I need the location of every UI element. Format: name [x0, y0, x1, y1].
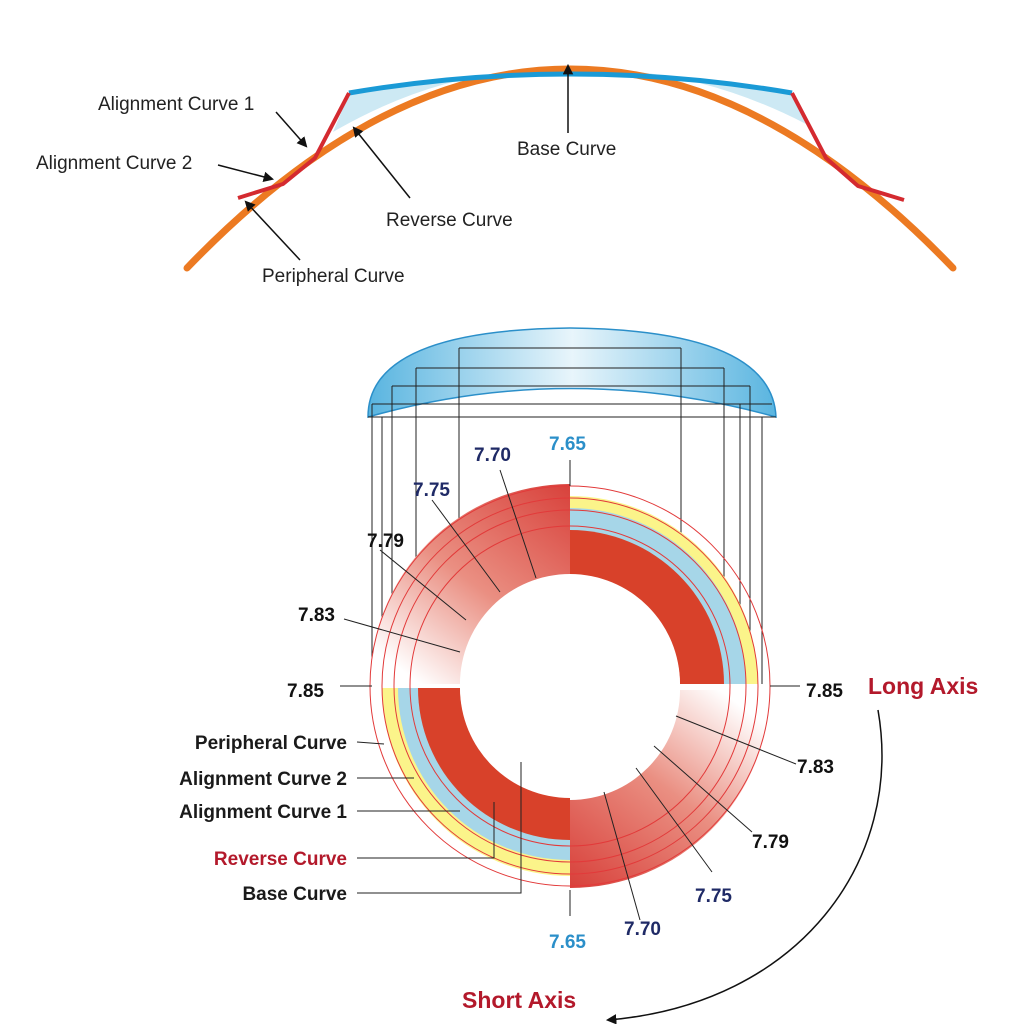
ring-label-alignment-curve-2: Alignment Curve 2: [179, 769, 347, 790]
profile-label-reverse-curve: Reverse Curve: [386, 210, 513, 231]
ring-diagram: [369, 484, 771, 888]
value-bottom-7-75: 7.75: [695, 886, 732, 907]
value-top-7-83: 7.83: [298, 605, 335, 626]
lens-cross-section: [367, 327, 777, 418]
right-edge-curves: [790, 92, 905, 202]
value-bottom-7-79: 7.79: [752, 832, 789, 853]
reverse-zone-fill: [333, 69, 806, 132]
ring-label-base-curve: Base Curve: [242, 884, 347, 905]
lens-profile: [183, 65, 957, 272]
value-top-7-65: 7.65: [549, 434, 586, 455]
profile-label-peripheral-curve: Peripheral Curve: [262, 266, 405, 287]
profile-leaders: [217, 63, 574, 261]
profile-label-alignment-curve-2: Alignment Curve 2: [36, 153, 192, 174]
profile-label-alignment-curve-1: Alignment Curve 1: [98, 94, 254, 115]
curved-arrow-icon: [605, 709, 883, 1024]
value-top-7-70: 7.70: [474, 445, 511, 466]
value-top-7-79: 7.79: [367, 531, 404, 552]
ring-label-peripheral-curve: Peripheral Curve: [195, 733, 347, 754]
value-right-7-85: 7.85: [806, 681, 843, 702]
ring-label-alignment-curve-1: Alignment Curve 1: [179, 802, 347, 823]
short-axis-label: Short Axis: [462, 987, 576, 1013]
left-edge-curves: [237, 92, 351, 200]
profile-label-base-curve: Base Curve: [517, 139, 616, 160]
ring-label-reverse-curve: Reverse Curve: [214, 849, 347, 870]
value-bottom-7-70: 7.70: [624, 919, 661, 940]
ring-leaders: [340, 460, 800, 921]
value-left-7-85: 7.85: [287, 681, 324, 702]
value-bottom-7-83: 7.83: [797, 757, 834, 778]
center-hole: [460, 576, 680, 796]
value-bottom-7-65: 7.65: [549, 932, 586, 953]
long-axis-label: Long Axis: [868, 673, 978, 699]
value-top-7-75: 7.75: [413, 480, 450, 501]
